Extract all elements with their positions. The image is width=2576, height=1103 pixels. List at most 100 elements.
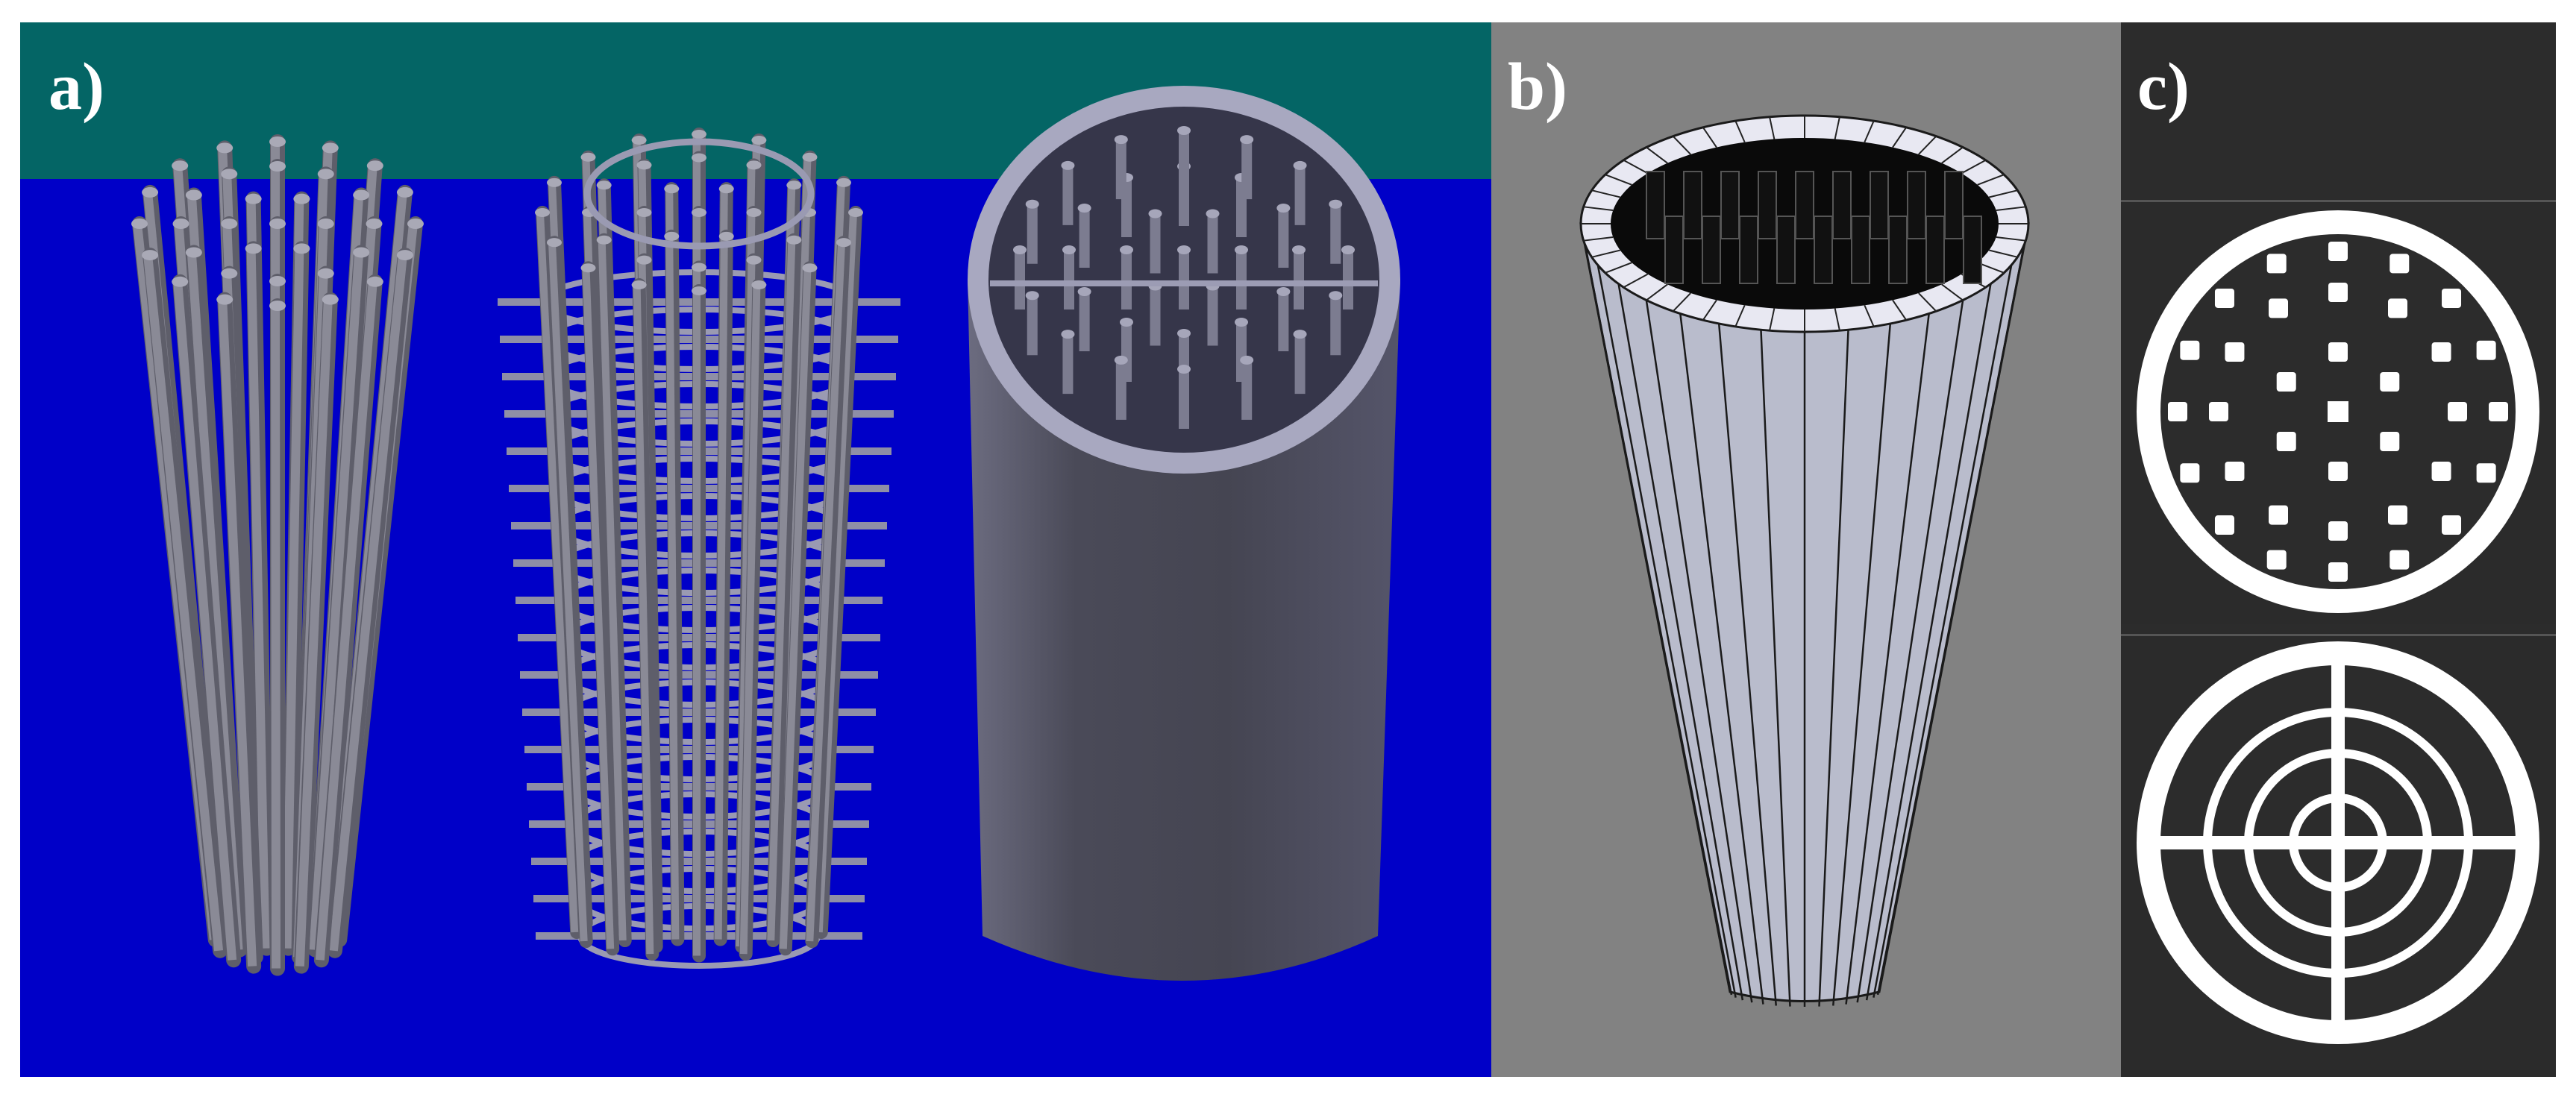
rim-mesh-line [1672, 292, 1691, 312]
dot [2180, 463, 2200, 483]
rod-top [216, 142, 234, 154]
rod-highlight [536, 212, 579, 933]
dot [2266, 550, 2287, 570]
inner-rod [1814, 216, 1833, 284]
dot [2431, 342, 2451, 362]
dot [2328, 342, 2348, 362]
mesh-line [1679, 313, 1764, 1005]
dot [2328, 562, 2348, 582]
rod-top [396, 186, 413, 198]
rod-highlight [328, 254, 407, 952]
mesh-line [1645, 300, 1753, 1003]
rod-highlight [598, 239, 627, 941]
dot [2388, 505, 2407, 525]
rim-mesh-line [1989, 189, 2018, 198]
rod-highlight [282, 248, 304, 949]
inner-rod-top [1062, 245, 1076, 254]
rod-highlight [173, 281, 237, 961]
rod-top [245, 193, 262, 204]
inner-rod-top [1120, 317, 1133, 327]
rod-bundle-model [131, 134, 424, 976]
inner-rod-top [1276, 204, 1291, 213]
rim-mesh-line [1892, 299, 1908, 321]
panel-b: b) [1491, 22, 2121, 1077]
rod-top [317, 268, 334, 279]
rod-highlight [246, 248, 270, 949]
dot [2476, 340, 2496, 360]
rod-top [751, 280, 767, 290]
rim-mesh-line [1605, 262, 1632, 274]
cross-section-rings [2137, 641, 2539, 1044]
mesh-line [1818, 330, 1849, 1007]
rim-mesh-line [1864, 120, 1875, 143]
dot [2225, 342, 2245, 362]
mesh-line [1717, 323, 1777, 1006]
inner-rod-top [1114, 135, 1128, 145]
rod-top [718, 184, 734, 194]
rod-top [636, 208, 652, 217]
inner-rod-top [1061, 160, 1075, 170]
mesh-line [1845, 313, 1930, 1005]
rod-top [366, 276, 383, 287]
rim-mesh-line [1734, 120, 1746, 143]
rod-top [172, 219, 189, 229]
rod-top [692, 153, 706, 163]
rim-mesh-line [1583, 236, 1614, 242]
rim-mesh-line [1977, 174, 2005, 186]
rod-top [692, 286, 706, 295]
inner-rod-top [1114, 355, 1128, 365]
rim-mesh-line [1702, 127, 1717, 148]
inner-rod-top [1329, 291, 1343, 301]
dot [2214, 288, 2234, 308]
rod-top [353, 189, 370, 201]
panel-a: a) [20, 22, 1491, 1077]
inner-rod [1944, 171, 1964, 239]
inner-rod-top [1235, 317, 1248, 327]
rod-highlight [779, 268, 812, 949]
mesh-line [1856, 300, 1964, 1003]
inner-rod-top [1177, 245, 1191, 254]
cone-mesh-model [1579, 114, 2030, 1007]
rod-top [366, 219, 383, 229]
rod-highlight [633, 284, 654, 955]
rod-top [221, 169, 238, 180]
rod-highlight [582, 268, 615, 949]
mesh-line [1832, 323, 1892, 1006]
inner-rod [1870, 171, 1889, 239]
rod-top [718, 231, 734, 241]
inner-rod [1664, 216, 1684, 284]
inner-rod-top [1120, 245, 1133, 254]
inner-rod [1702, 216, 1721, 284]
dot [2476, 463, 2496, 483]
rod-top [366, 160, 383, 172]
rod-top [802, 152, 818, 162]
dot [2328, 521, 2348, 541]
rod-top [142, 186, 159, 198]
inner-rod-top [1148, 209, 1162, 219]
dot [2180, 340, 2200, 360]
rod-top [692, 263, 706, 272]
center-dot [2328, 401, 2348, 422]
mesh-line [1584, 245, 1733, 996]
dot [2389, 254, 2410, 274]
rim-mesh-line [1941, 283, 1964, 301]
rod-highlight [815, 212, 857, 933]
inner-rod-top [1177, 329, 1191, 338]
rim-mesh-line [1996, 236, 2026, 242]
panel-a-label: a) [48, 50, 104, 124]
inner-rod-top [1240, 355, 1254, 365]
dot [2269, 505, 2288, 525]
rod-top [580, 152, 596, 162]
inner-rod-top [1292, 245, 1306, 254]
rim-mesh-line [1834, 116, 1840, 139]
rim-mesh-line [1996, 206, 2026, 212]
rod-top [802, 263, 818, 273]
rim-mesh-line [1918, 135, 1937, 155]
rim-mesh-line [1672, 135, 1691, 155]
rim-mesh-line [1646, 146, 1668, 164]
rim-mesh-line [1605, 174, 1632, 186]
rim-mesh-line [1834, 308, 1840, 331]
rim-mesh-line [1941, 146, 1964, 164]
rod-top [546, 177, 562, 187]
rod-top [269, 276, 286, 286]
